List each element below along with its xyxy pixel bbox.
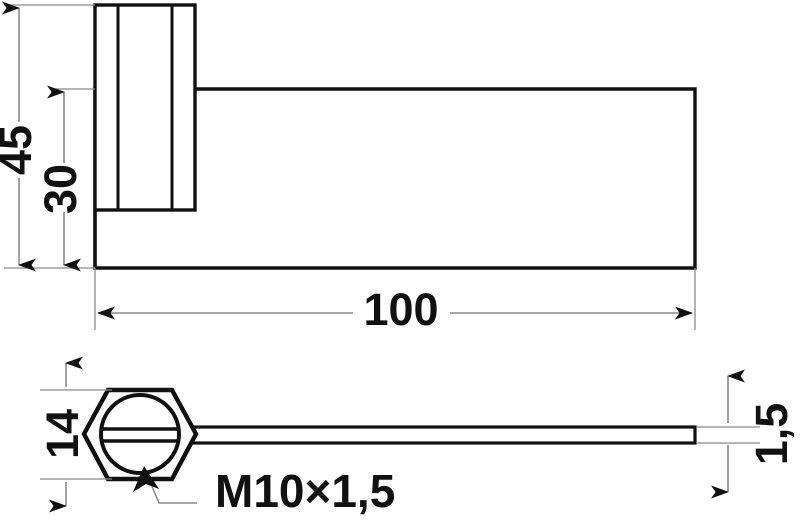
dim-100-text: 100 <box>363 284 438 335</box>
thread-callout: M10×1,5 <box>133 465 395 517</box>
thread-callout-arrowhead <box>133 466 159 492</box>
dim-14-text: 14 <box>37 409 88 459</box>
thread-callout-text: M10×1,5 <box>215 465 395 517</box>
dimension-15: 1,5 <box>711 369 797 499</box>
dimension-100: 100 <box>97 284 693 335</box>
thread-bore-circle <box>99 393 181 475</box>
bar-outline-side <box>138 425 697 445</box>
dim-15-text: 1,5 <box>746 403 797 466</box>
dim-45-text: 45 <box>0 125 41 175</box>
dimension-14: 14 <box>37 356 88 513</box>
top-view-geometry <box>93 3 697 270</box>
side-view-extension-lines <box>40 389 760 480</box>
dim-30-text: 30 <box>35 164 86 214</box>
dimension-30: 30 <box>35 85 86 272</box>
nut-body-rect <box>93 3 197 212</box>
side-view-geometry <box>81 387 697 482</box>
dimension-45: 45 <box>0 1 41 272</box>
